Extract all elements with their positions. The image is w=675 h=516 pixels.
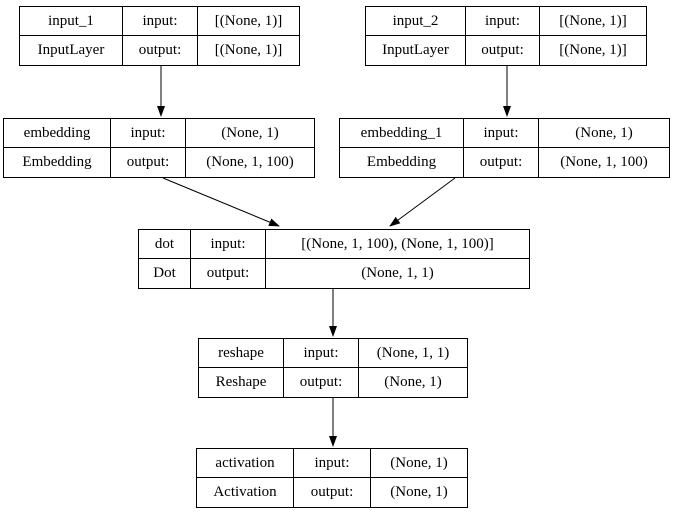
input-label: input:	[464, 119, 539, 148]
output-shape: [(None, 1)]	[559, 42, 627, 58]
input-label: input:	[111, 119, 186, 148]
edge-embedding_1-dot	[389, 177, 456, 227]
layer-name: reshape	[199, 339, 284, 368]
output-shape: (None, 1)	[384, 374, 442, 390]
layer-type: Embedding	[340, 148, 464, 177]
layer-name: input_2	[366, 7, 466, 36]
input-shape: (None, 1)	[539, 119, 669, 148]
layer-name: dot	[139, 230, 191, 259]
output-label: output:	[294, 478, 371, 507]
layer-type: Dot	[139, 259, 191, 288]
output-label: output:	[464, 148, 539, 177]
input-label: input:	[123, 7, 198, 36]
layer-type: Reshape	[199, 368, 284, 397]
layer-name: activation	[197, 449, 294, 478]
node-embedding: embedding input: (None, 1) Embedding out…	[3, 118, 315, 178]
node-embedding_1: embedding_1 input: (None, 1) Embedding o…	[339, 118, 670, 178]
output-label: output:	[466, 36, 540, 65]
output-shape: (None, 1)	[390, 484, 448, 500]
layer-type: Activation	[197, 478, 294, 507]
input-shape: [(None, 1)]	[198, 7, 299, 36]
input-shape: (None, 1)	[186, 119, 314, 148]
output-label: output:	[123, 36, 198, 65]
input-label: input:	[294, 449, 371, 478]
input-shape: (None, 1, 1)	[359, 339, 467, 368]
output-label: output:	[111, 148, 186, 177]
output-shape: (None, 1, 1)	[361, 265, 434, 281]
layer-type: InputLayer	[20, 36, 123, 65]
node-dot: dot input: [(None, 1, 100), (None, 1, 10…	[138, 229, 530, 289]
layer-name: embedding	[4, 119, 111, 148]
input-label: input:	[284, 339, 359, 368]
node-input_2: input_2 input: [(None, 1)] InputLayer ou…	[365, 6, 647, 66]
output-shape: (None, 1, 100)	[560, 154, 648, 170]
input-label: input:	[191, 230, 266, 259]
layer-type: InputLayer	[366, 36, 466, 65]
output-label: output:	[191, 259, 266, 288]
input-shape: (None, 1)	[371, 449, 467, 478]
node-activation: activation input: (None, 1) Activation o…	[196, 448, 468, 508]
layer-name: input_1	[20, 7, 123, 36]
input-label: input:	[466, 7, 540, 36]
layer-name: embedding_1	[340, 119, 464, 148]
layer-type: Embedding	[4, 148, 111, 177]
edge-embedding-dot	[162, 177, 280, 227]
input-shape: [(None, 1)]	[540, 7, 646, 36]
output-shape: [(None, 1)]	[214, 42, 283, 58]
output-shape: (None, 1, 100)	[206, 154, 294, 170]
input-shape: [(None, 1, 100), (None, 1, 100)]	[266, 230, 529, 259]
output-label: output:	[284, 368, 359, 397]
node-input_1: input_1 input: [(None, 1)] InputLayer ou…	[19, 6, 300, 66]
node-reshape: reshape input: (None, 1, 1) Reshape outp…	[198, 338, 468, 398]
